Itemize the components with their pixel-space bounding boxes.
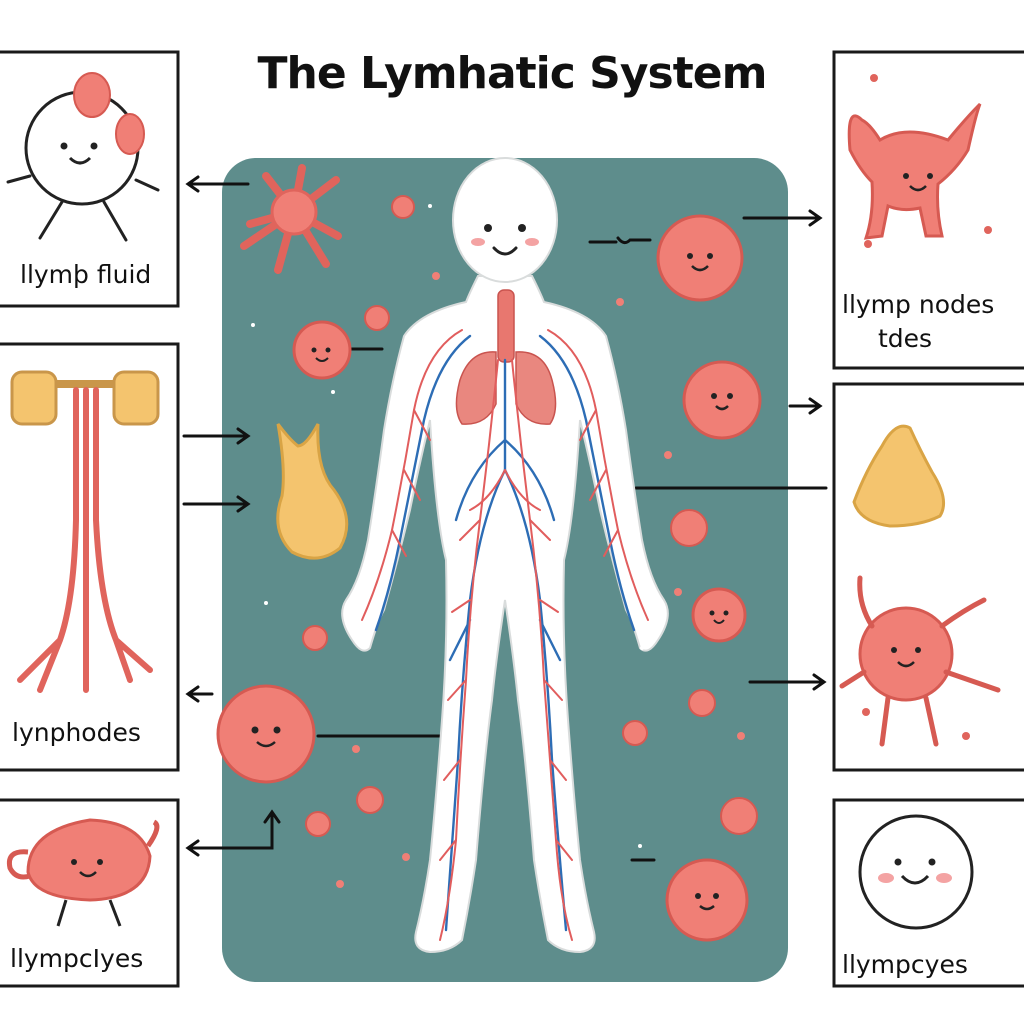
dendritic-cell [240, 164, 342, 274]
cheek-left [471, 238, 485, 246]
cell-face-1 [656, 214, 744, 302]
trachea [497, 289, 515, 363]
eye-left [484, 224, 492, 232]
small-cell-dots [302, 195, 758, 837]
lymphocyte-cup-character [6, 818, 160, 927]
waving-cell-character [839, 575, 1001, 747]
cell-face-5 [216, 684, 316, 784]
lymph-vessel-tree [10, 370, 160, 693]
lymphocyte-round-character [858, 814, 974, 930]
lung-left [455, 351, 497, 425]
body-silhouette [341, 275, 669, 954]
label-lymphocytes-left: llympcIyes [10, 944, 144, 973]
floating-cells [216, 164, 762, 942]
eye-right [518, 224, 526, 232]
tiny-dots [336, 272, 745, 888]
blue-vessels [374, 334, 636, 932]
cell-face-4 [691, 587, 747, 643]
yellow-organ-panel [276, 423, 349, 560]
cheek-right [525, 238, 539, 246]
panel-frames [0, 50, 1024, 988]
lymph-node-character [847, 74, 992, 248]
diagram-title: The Lymhatic System [257, 48, 768, 99]
red-vessels [361, 329, 649, 941]
mouth [492, 246, 518, 256]
white-specks [251, 204, 644, 848]
label-lymph-nodes-right: llymp nodes [842, 290, 995, 319]
label-tdes-right: tdes [878, 324, 933, 353]
human-body-figure [341, 157, 669, 954]
yellow-organ-right [852, 424, 946, 528]
lymph-fluid-character [6, 72, 160, 242]
label-lymphnodes-left: lynphodes [12, 718, 141, 747]
lung-right [515, 351, 557, 425]
cell-face-3 [682, 360, 762, 440]
label-lymphocytes-right: llympcyes [842, 950, 968, 979]
cell-face-2 [292, 320, 352, 380]
head [452, 157, 558, 283]
label-lymph-fluid: llymþ fluid [20, 260, 152, 289]
cell-face-6 [665, 858, 749, 942]
pointer-arrows [182, 175, 828, 862]
